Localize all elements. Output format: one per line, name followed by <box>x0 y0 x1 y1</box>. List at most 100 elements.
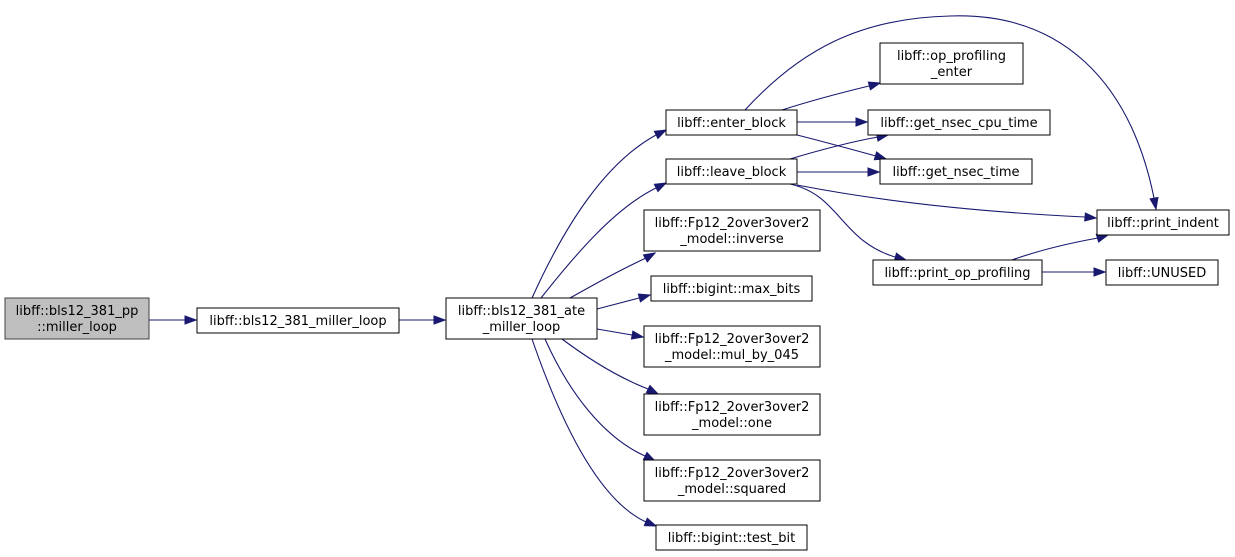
arrowhead-icon <box>855 117 869 127</box>
edge-line <box>781 85 870 111</box>
edge-leave_block-to-print_indent <box>796 184 1098 222</box>
edge-miller_loop-to-ate_miller_loop <box>399 315 447 325</box>
node-max_bits[interactable]: libff::bigint::max_bits <box>650 275 813 302</box>
arrowhead-icon <box>653 129 668 140</box>
edge-line <box>1011 237 1099 261</box>
node-label: libff::print_indent <box>1107 216 1219 231</box>
node-test_bit[interactable]: libff::bigint::test_bit <box>655 524 808 551</box>
node-one[interactable]: libff::Fp12_2over3over2_model::one <box>643 393 821 436</box>
edge-ate_miller_loop-to-mul_by_045 <box>596 328 645 340</box>
node-box[interactable] <box>872 259 1043 286</box>
node-box[interactable] <box>196 307 400 334</box>
arrowhead-icon <box>184 315 198 325</box>
node-box[interactable] <box>643 209 821 252</box>
node-box[interactable] <box>867 109 1051 136</box>
node-ate_miller_loop[interactable]: libff::bls12_381_ate_miller_loop <box>445 297 598 340</box>
node-label: _enter <box>930 65 973 80</box>
edge-line <box>596 297 640 310</box>
arrowhead-icon <box>637 293 652 303</box>
node-box[interactable] <box>643 325 821 368</box>
node-inverse[interactable]: libff::Fp12_2over3over2_model::inverse <box>643 209 821 252</box>
edge-ate_miller_loop-to-max_bits <box>596 293 652 310</box>
edge-ate_miller_loop-to-leave_block <box>540 182 668 299</box>
edge-enter_block-to-print_indent <box>744 15 1159 211</box>
edge-line <box>796 134 877 157</box>
edge-enter_block-to-op_profiling_enter <box>781 81 882 111</box>
edge-enter_block-to-get_nsec_cpu_time <box>797 117 869 127</box>
arrowhead-icon <box>645 384 660 395</box>
edge-ate_miller_loop-to-inverse <box>569 252 657 299</box>
node-label: libff::bls12_381_pp <box>16 304 139 319</box>
node-box[interactable] <box>643 393 821 436</box>
node-label: ::miller_loop <box>37 320 117 335</box>
edge-line <box>531 338 647 523</box>
node-label: libff::UNUSED <box>1118 266 1206 281</box>
node-box[interactable] <box>879 42 1024 85</box>
edge-line <box>744 15 1155 199</box>
node-print_indent[interactable]: libff::print_indent <box>1096 209 1230 236</box>
edge-line <box>544 338 646 457</box>
node-leave_block[interactable]: libff::leave_block <box>665 158 798 185</box>
edge-ate_miller_loop-to-enter_block <box>531 129 668 299</box>
arrowhead-icon <box>867 167 881 177</box>
arrowhead-icon <box>653 182 668 193</box>
edge-ate_miller_loop-to-squared <box>544 338 657 462</box>
edge-line <box>569 257 647 299</box>
node-label: _model::one <box>691 416 772 431</box>
node-get_nsec_cpu_time[interactable]: libff::get_nsec_cpu_time <box>867 109 1051 136</box>
node-label: libff::bls12_381_miller_loop <box>209 314 386 329</box>
edge-pp_miller_loop-to-miller_loop <box>149 315 198 325</box>
edge-line <box>789 136 879 160</box>
node-enter_block[interactable]: libff::enter_block <box>665 109 798 136</box>
node-mul_by_045[interactable]: libff::Fp12_2over3over2_model::mul_by_04… <box>643 325 821 368</box>
arrowhead-icon <box>1093 267 1107 277</box>
arrowhead-icon <box>630 330 645 340</box>
edge-line <box>561 338 649 390</box>
arrowhead-icon <box>643 517 658 527</box>
node-unused[interactable]: libff::UNUSED <box>1105 259 1219 286</box>
node-box[interactable] <box>879 158 1033 185</box>
arrowhead-icon <box>433 315 447 325</box>
edge-line <box>540 187 657 299</box>
node-box[interactable] <box>643 459 821 502</box>
node-label: _model::mul_by_045 <box>664 348 799 363</box>
node-pp_miller_loop[interactable]: libff::bls12_381_pp::miller_loop <box>4 297 150 340</box>
node-box[interactable] <box>445 297 598 340</box>
node-label: libff::bigint::max_bits <box>663 282 801 297</box>
node-get_nsec_time[interactable]: libff::get_nsec_time <box>879 158 1033 185</box>
edges <box>149 15 1159 527</box>
node-miller_loop[interactable]: libff::bls12_381_miller_loop <box>196 307 400 334</box>
edge-line <box>596 328 633 336</box>
node-label: libff::Fp12_2over3over2 <box>655 216 810 231</box>
node-box[interactable] <box>665 158 798 185</box>
node-label: libff::get_nsec_time <box>892 165 1019 180</box>
node-box[interactable] <box>4 297 150 340</box>
arrowhead-icon <box>1084 212 1098 222</box>
edge-print_op_profiling-to-unused <box>1042 267 1107 277</box>
node-print_op_profiling[interactable]: libff::print_op_profiling <box>872 259 1043 286</box>
node-label: libff::enter_block <box>677 116 786 131</box>
node-label: _miller_loop <box>482 320 561 335</box>
node-box[interactable] <box>1096 209 1230 236</box>
node-label: libff::bls12_381_ate <box>458 304 585 319</box>
node-label: libff::get_nsec_cpu_time <box>880 116 1037 131</box>
edge-print_op_profiling-to-print_indent <box>1011 233 1110 261</box>
edge-leave_block-to-get_nsec_time <box>797 167 881 177</box>
node-box[interactable] <box>665 109 798 136</box>
node-label: libff::bigint::test_bit <box>668 531 795 546</box>
edge-enter_block-to-get_nsec_time <box>796 134 888 161</box>
node-label: libff::Fp12_2over3over2 <box>655 466 810 481</box>
node-squared[interactable]: libff::Fp12_2over3over2_model::squared <box>643 459 821 502</box>
node-box[interactable] <box>650 275 813 302</box>
node-label: libff::op_profiling <box>897 49 1006 64</box>
node-op_profiling_enter[interactable]: libff::op_profiling_enter <box>879 42 1024 85</box>
edge-line <box>789 183 896 258</box>
node-label: libff::Fp12_2over3over2 <box>655 332 810 347</box>
node-box[interactable] <box>655 524 808 551</box>
node-box[interactable] <box>1105 259 1219 286</box>
edge-ate_miller_loop-to-test_bit <box>531 338 658 527</box>
node-label: libff::leave_block <box>677 165 787 180</box>
edge-line <box>796 184 1086 218</box>
